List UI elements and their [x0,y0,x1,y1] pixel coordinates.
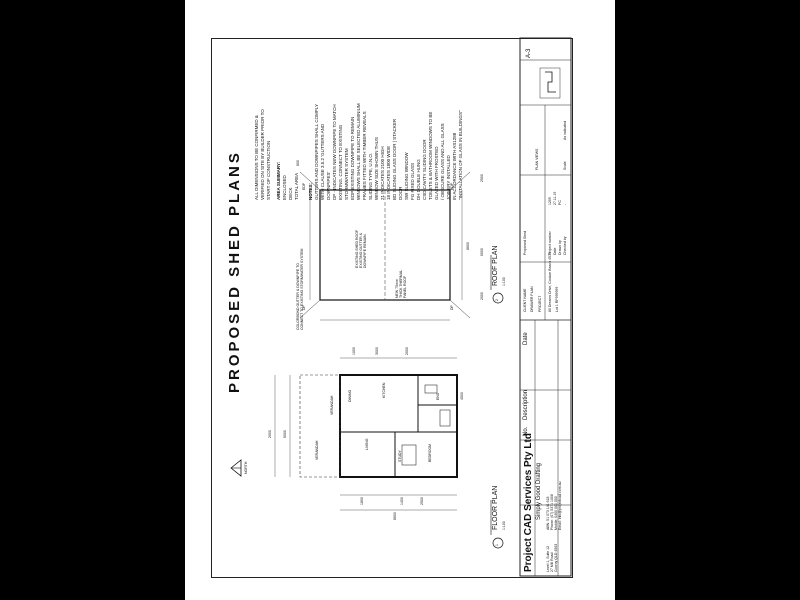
drawing-title: PROPOSED SHED PLANS [226,150,243,393]
spec-note: "INSTALLATION OF GLASS IN BUILDINGS" [458,110,463,200]
verandah-outline [299,374,341,478]
roof-note-stormwater: COLORBOND GUTTER & DOWNPIPE TO CONNECT T… [296,248,304,330]
info-label: Project number [548,231,552,255]
company-address: Level 1, Suite 12 27 Mill Road Cooroy QL… [546,543,558,572]
roof-dim: 8600 [466,242,470,250]
floor-dim: 2000 [268,430,272,438]
info-label: Drawn by [558,240,562,255]
floor-dim: 2500 [420,497,424,505]
info-value: 1209 [548,197,552,205]
roof-plan-scale: 1:100 [502,277,506,286]
company-contact: ABN: 51 073 141 618 Phone: (07) 5371 100… [546,481,562,531]
drawing-border [211,38,573,578]
room-label: VERANDAH [330,395,334,415]
area-line: TOTAL AREA [294,172,299,200]
project-label: PROJECT [538,295,542,312]
rev-header-description: Description [523,389,529,420]
rev-header-no: No. [523,426,529,436]
sheet-label: PLAN VIEWS [535,148,539,170]
roof-label: DP [302,305,306,310]
floor-dim: 2000 [405,347,409,355]
project-value: Proposed Shed [523,230,527,255]
north-label: NORTH [244,461,248,474]
room-label: LIVING [365,438,369,450]
floor-dim: 1800 [360,497,364,505]
project-address: 80 Dreams Drive, Coolum Beach 4573 [548,252,552,312]
info-value: - [563,203,567,205]
title-block-frame [519,37,572,577]
floor-plan-label: FLOOR PLAN [492,485,499,530]
rev-header-date: Date [523,332,529,345]
room-label: KITCHEN [382,382,386,398]
info-label: Date [553,247,557,255]
roof-label: EDP [450,182,454,190]
floor-dim: 1000 [352,347,356,355]
info-value: 27.11.19 [553,191,557,205]
spec-notes: NOTES: GUTTERS AND DOWNPIPES SHALL COMPL… [308,103,464,200]
room-label: ENS [436,392,440,400]
client-label: CLIENT NAME [523,288,527,312]
floor-plan-label-circle [492,537,504,549]
roof-dim: 6000 [480,248,484,256]
room-label: BEDROOM [428,443,432,462]
general-notes: ALL DIMENSIONS TO BE CONFIRMED & VERIFIE… [254,109,300,200]
floor-plan-number: 1 [495,544,499,546]
sheet-number: A-3 [526,48,532,58]
roof-dim: 2500 [480,174,484,182]
scale-label: Scale [563,161,567,170]
floor-dim: 8600 [393,512,397,520]
roof-dim: 800 [296,160,300,166]
roof-note-new-panel: NEW 75mm THICK THERMAL PANEL ROOF [395,269,407,298]
client-value: DRAWER PLAN [530,286,534,312]
room-label: VERANDAH [315,440,319,460]
floor-dim: 3000 [375,347,379,355]
floor-dim: 4500 [460,392,464,400]
info-value: PC [558,200,562,205]
floor-dim: 6000 [283,430,287,438]
info-label: Checked by [563,236,567,255]
room-label: DINING [348,389,352,402]
roof-plan-number: 2 [495,299,499,301]
scale-value: As indicated [563,120,567,140]
floor-dim: 1400 [400,497,404,505]
roof-plan-label: ROOF PLAN [492,245,499,286]
note-line: START OF CONSTRUCTION [266,140,271,200]
floor-plan-scale: 1:100 [502,521,506,530]
roof-plan-label-circle [492,292,504,304]
lot-line: Lot 1 RP999999 [555,286,559,312]
roof-label: EDP [302,182,306,190]
company-name: Project CAD Services Pty Ltd [523,433,534,572]
room-label: STUDY [398,450,402,462]
company-tagline: Simply Good Drafting [536,462,542,520]
roof-label: DP [450,305,454,310]
roof-dim: 2000 [480,292,484,300]
roof-note-existing: EXISTING SHED ROOF EXISTING GUTTER & DOW… [355,229,367,268]
